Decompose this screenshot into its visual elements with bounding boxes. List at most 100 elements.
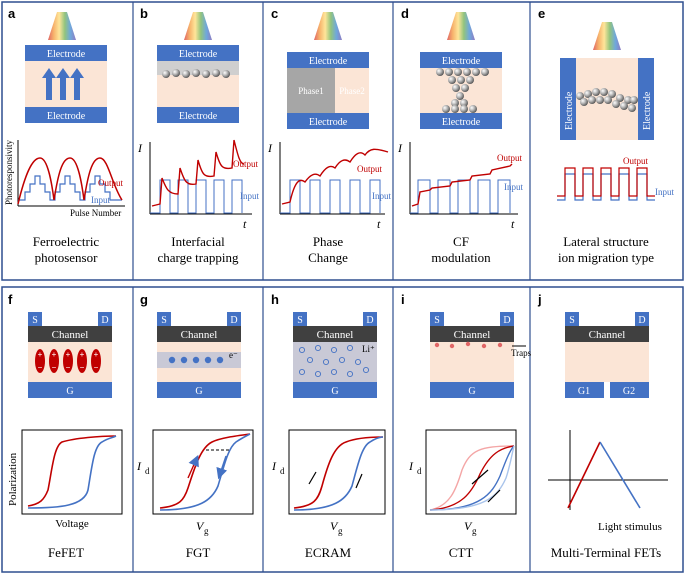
phase2-region [335,68,369,113]
output-label: Output [623,156,649,166]
electrode-top [420,52,502,68]
panel-letter-j: j [537,292,542,307]
electrode-left [560,58,576,140]
ion-migration-filament [576,88,638,112]
panel-h: h S D Channel Li⁺ G I d V g ECRAM [271,292,386,560]
svg-text:d: d [417,466,422,476]
electrode-top-label: Electrode [309,56,348,67]
light-source-icon [593,22,621,50]
phase1-label: Phase1 [298,86,324,96]
output-label: Output [357,164,383,174]
x-axis-label: V [464,519,473,533]
caption: ECRAM [305,545,352,560]
source-electrode [28,312,42,326]
svg-text:d: d [280,466,285,476]
panel-letter-i: i [401,292,405,307]
svg-text:+: + [66,350,71,359]
caption-line-2: charge trapping [158,250,239,265]
electrode-bottom [420,113,502,129]
svg-text:g: g [338,526,343,536]
svg-text:d: d [145,466,150,476]
svg-text:−: − [66,363,71,372]
input-label: Input [91,195,110,205]
gate-label: G [66,386,73,397]
traps-label: Traps [511,348,532,358]
y-axis-label: I [136,459,142,473]
caption-line-2: photosensor [35,250,99,265]
output-curve [17,157,123,205]
y-axis-label: I [271,459,277,473]
output-label: Output [98,178,124,188]
gate-label: G [195,386,202,397]
electrode-top [25,45,107,61]
panel-letter-d: d [401,6,409,21]
electrode-right [638,58,654,140]
y-axis-label: I [267,141,273,155]
electrode-top-label: Electrode [47,49,86,60]
electrode-top [157,45,239,61]
panel-j: j S D Channel G1 G2 Light stimulus Multi… [537,292,668,560]
x-axis-label: V [330,519,339,533]
electrolyte-layer [293,342,377,382]
output-curve [151,139,245,207]
bulk-layer [157,75,239,107]
drain-electrode [98,312,112,326]
y-axis-label: I [408,459,414,473]
x-axis-label: t [377,217,381,231]
x-axis-label: Voltage [55,518,89,530]
output-label: Output [497,153,523,163]
x-axis-label: t [243,217,247,231]
source-label: S [434,315,440,326]
input-label: Input [504,182,523,192]
channel-label: Channel [181,329,218,341]
x-axis-label: Light stimulus [598,521,662,533]
caption-line-1: Ferroelectric [33,234,100,249]
svg-text:−: − [38,363,43,372]
source-label: S [569,315,575,326]
gate-label: G [468,386,475,397]
caption: CTT [449,545,474,560]
gate-electrode [28,382,112,398]
channel [28,326,112,342]
drain-label: D [638,315,645,326]
electrode-bottom [287,113,369,129]
input-curve [18,175,122,201]
panel-letter-g: g [140,292,148,307]
output-curve [557,167,655,197]
y-axis-label: I [137,141,143,155]
electrode-top [287,52,369,68]
source-label: S [297,315,303,326]
output-label: Output [233,159,259,169]
electron-label: e⁻ [229,350,238,360]
channel-label: Channel [52,329,89,341]
light-source-icon [447,12,475,40]
caption-line-1: Phase [313,234,344,249]
caption-line-1: Interfacial [171,234,225,249]
x-axis-label: V [196,519,205,533]
gate1-label: G1 [578,386,590,397]
electrode-left-label: Electrode [564,91,575,130]
electrode-bottom [25,107,107,123]
drain-label: D [101,315,108,326]
trapped-charges [162,69,230,78]
electrode-bottom-label: Electrode [309,117,348,128]
trap-sites [434,341,503,349]
electrode-right-label: Electrode [642,91,653,130]
electrons [168,356,224,364]
input-curve [557,173,655,201]
panel-b: b Electrode Electrode I t Output Input I… [137,6,259,265]
gate2-electrode [610,382,649,398]
column-dividers [132,2,531,572]
channel-label: Channel [454,329,491,341]
panel-e: e Electrode Electrode Output Input Later… [538,6,674,265]
electrode-bottom-label: Electrode [47,111,86,122]
panel-letter-f: f [8,292,13,307]
input-label: Input [372,191,391,201]
dipole-signs: +− +− +− +− +− [38,350,99,372]
caption-line-2: ion migration type [558,250,654,265]
panel-letter-b: b [140,6,148,21]
svg-text:+: + [38,350,43,359]
gate2-label: G2 [623,386,635,397]
panel-letter-a: a [8,6,16,21]
x-axis-label: Pulse Number [70,208,121,218]
